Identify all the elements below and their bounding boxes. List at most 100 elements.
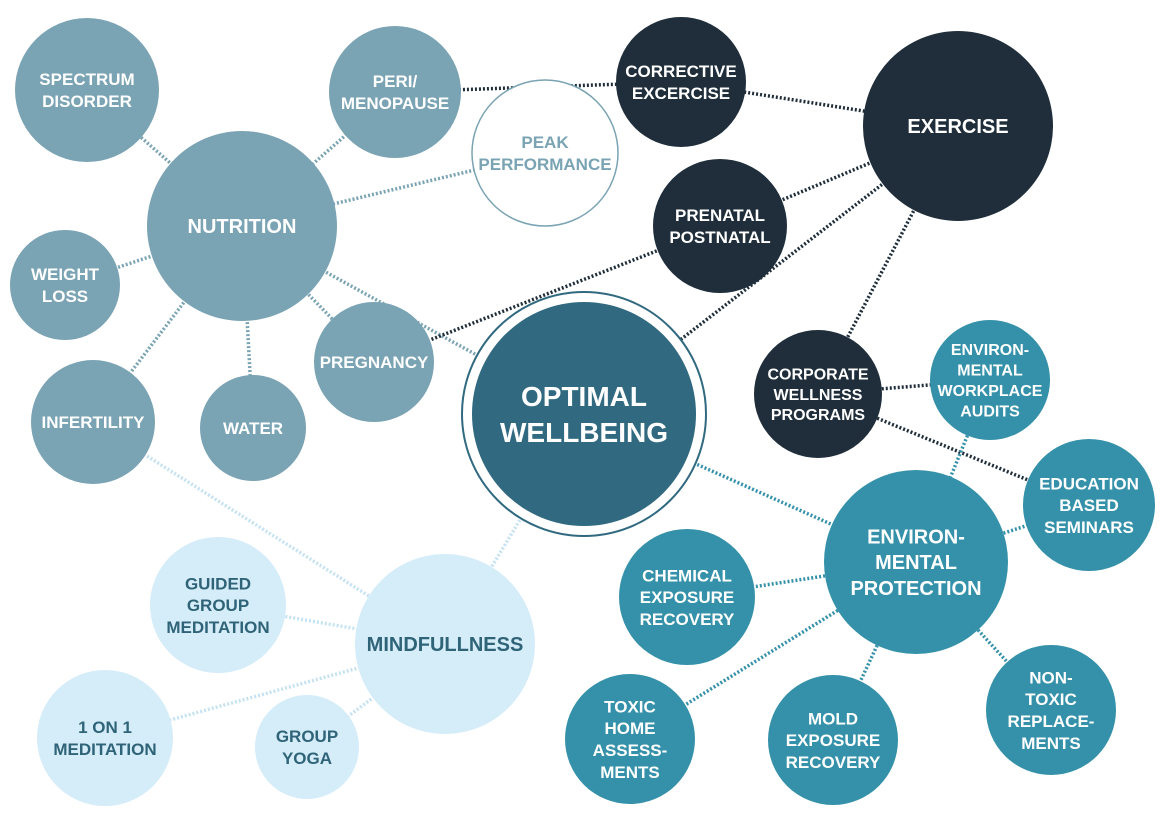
node-circle — [37, 670, 173, 806]
node-label: MEDITATION — [166, 618, 269, 637]
node-label: REPLACE- — [1008, 712, 1095, 731]
node-label: GROUP — [187, 596, 249, 615]
node-label: EDUCATION — [1039, 474, 1139, 493]
node-label: GUIDED — [185, 574, 251, 593]
node-circle — [863, 31, 1053, 221]
node-label: SPECTRUM — [39, 70, 134, 89]
node-oneonone[interactable]: 1 ON 1 MEDITATION — [37, 670, 173, 806]
node-label: GROUP — [276, 727, 338, 746]
node-yoga[interactable]: GROUP YOGA — [255, 695, 359, 799]
node-circle — [565, 674, 695, 804]
node-circle — [255, 695, 359, 799]
node-label: CORRECTIVE — [625, 62, 736, 81]
node-label: WATER — [223, 419, 283, 438]
connection-prenatal-exercise — [719, 124, 959, 228]
node-label: POSTNATAL — [669, 228, 770, 247]
node-nontoxic[interactable]: NON- TOXIC REPLACE- MENTS — [986, 645, 1116, 775]
node-label: MENOPAUSE — [341, 94, 449, 113]
node-circle — [824, 470, 1008, 654]
node-label: MENTAL — [957, 363, 1023, 380]
node-circle — [31, 360, 155, 484]
node-label: CHEMICAL — [642, 566, 732, 585]
node-circle — [200, 375, 306, 481]
node-weight[interactable]: WEIGHT LOSS — [10, 230, 120, 340]
node-label: NON- — [1029, 668, 1072, 687]
node-guided[interactable]: GUIDED GROUP MEDITATION — [150, 537, 286, 673]
node-circle — [472, 302, 696, 526]
node-audits[interactable]: ENVIRON- MENTAL WORKPLACE AUDITS — [930, 320, 1050, 440]
node-label: EXPOSURE — [640, 588, 734, 607]
node-optimal[interactable]: OPTIMAL WELLBEING — [461, 291, 707, 537]
node-circle — [768, 675, 898, 805]
node-label: 1 ON 1 — [78, 718, 132, 737]
node-label: MENTS — [1021, 734, 1081, 753]
node-label: ENVIRON- — [867, 527, 965, 549]
node-label: WELLBEING — [500, 417, 668, 448]
node-label: MENTAL — [875, 552, 957, 574]
node-pregnancy[interactable]: PREGNANCY — [314, 302, 434, 422]
node-label: MEDITATION — [53, 740, 156, 759]
node-label: PROGRAMS — [771, 407, 866, 424]
node-spectrum[interactable]: SPECTRUM DISORDER — [15, 18, 159, 162]
node-circle — [930, 320, 1050, 440]
node-label: TOXIC — [1025, 690, 1077, 709]
node-label: EXERCISE — [907, 116, 1008, 138]
node-label: MENTS — [600, 763, 660, 782]
node-label: PRENATAL — [675, 206, 765, 225]
node-label: CORPORATE — [767, 366, 868, 383]
node-label: RECOVERY — [786, 753, 881, 772]
node-circle — [653, 159, 787, 293]
node-label: INFERTILITY — [42, 413, 146, 432]
node-circle — [10, 230, 120, 340]
node-chemical[interactable]: CHEMICAL EXPOSURE RECOVERY — [619, 529, 755, 665]
node-label: NUTRITION — [188, 216, 297, 238]
node-nutrition[interactable]: NUTRITION — [147, 131, 337, 321]
node-circle — [355, 554, 535, 734]
node-label: WEIGHT — [31, 265, 100, 284]
node-label: ASSESS- — [593, 741, 668, 760]
node-label: WELLNESS — [774, 387, 863, 404]
node-label: OPTIMAL — [521, 381, 647, 412]
node-peri[interactable]: PERI/MENOPAUSE — [329, 26, 461, 158]
node-label: AUDITS — [960, 403, 1020, 420]
node-label: DISORDER — [42, 92, 132, 111]
node-label: EXPOSURE — [786, 731, 880, 750]
node-label: TOXIC — [604, 697, 656, 716]
node-exercise[interactable]: EXERCISE — [863, 31, 1053, 221]
node-circle — [754, 330, 882, 458]
node-circle — [314, 302, 434, 422]
node-circle — [150, 537, 286, 673]
node-infertility[interactable]: INFERTILITY — [31, 360, 155, 484]
node-circle — [1023, 439, 1155, 571]
node-label: PERI/ — [373, 72, 418, 91]
node-label: PROTECTION — [850, 578, 981, 600]
node-prenatal[interactable]: PRENATAL POSTNATAL — [653, 159, 787, 293]
node-water[interactable]: WATER — [200, 375, 306, 481]
node-circle — [616, 17, 746, 147]
node-circle — [986, 645, 1116, 775]
node-mindfulness[interactable]: MINDFULLNESS — [355, 554, 535, 734]
node-label: PEAK — [521, 133, 569, 152]
node-label: RECOVERY — [640, 610, 735, 629]
node-circle — [147, 131, 337, 321]
node-label: LOSS — [42, 287, 88, 306]
node-circle — [15, 18, 159, 162]
node-label: WORKPLACE — [938, 383, 1043, 400]
node-envprot[interactable]: ENVIRON- MENTAL PROTECTION — [824, 470, 1008, 654]
node-label: SEMINARS — [1044, 518, 1134, 537]
node-circle — [471, 79, 619, 227]
node-label: PREGNANCY — [320, 353, 429, 372]
node-education[interactable]: EDUCATION BASED SEMINARS — [1023, 439, 1155, 571]
node-label: BASED — [1059, 496, 1119, 515]
connection-infertility-mindfulness — [92, 420, 446, 646]
nodes: SPECTRUM DISORDER PERI/MENOPAUSE NUTRITION P… — [10, 17, 1155, 806]
node-peak[interactable]: PEAK PERFORMANCE — [471, 79, 619, 227]
node-label: PERFORMANCE — [478, 155, 611, 174]
node-label: ENVIRON- — [951, 342, 1029, 359]
node-corporate[interactable]: CORPORATE WELLNESS PROGRAMS — [754, 330, 882, 458]
node-label: YOGA — [282, 749, 332, 768]
